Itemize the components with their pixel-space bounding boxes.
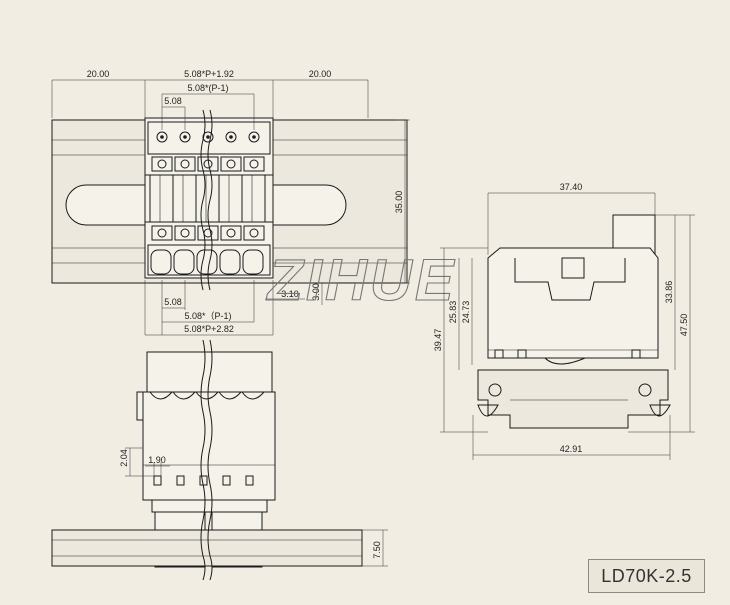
lower-plug xyxy=(147,244,271,276)
screw-row xyxy=(156,131,260,143)
dim-front-750: 7.50 xyxy=(372,541,382,559)
top-view: 20.00 5.08*P+1.92 20.00 5.08*(P-1) 5.08 … xyxy=(51,69,410,336)
dim-top-right-margin: 20.00 xyxy=(309,69,332,79)
dim-side-2473: 24.73 xyxy=(461,301,471,324)
break-line-1 xyxy=(200,109,206,291)
dim-side-4750: 47.50 xyxy=(679,314,689,337)
dim-side-3947: 39.47 xyxy=(433,329,443,352)
dim-bottom-pitch-p1: 5.08*（P-1) xyxy=(184,311,231,321)
dim-310: 3.10 xyxy=(281,289,299,299)
top-dimensions xyxy=(51,79,410,336)
dim-top-pitch-p1: 5.08*(P-1) xyxy=(187,83,228,93)
dim-top-pitch-total: 5.08*P+1.92 xyxy=(184,69,234,79)
dim-bottom-pitch-total: 5.08*P+2.82 xyxy=(184,324,234,334)
side-view xyxy=(440,192,695,460)
dim-side-3386: 33.86 xyxy=(664,281,674,304)
model-label: LD70K-2.5 xyxy=(601,566,692,586)
dim-front-204: 2.04 xyxy=(119,449,129,467)
dim-top-left-margin: 20.00 xyxy=(87,69,110,79)
dim-side-width-top: 37.40 xyxy=(560,182,583,192)
front-rail xyxy=(51,529,363,567)
dim-top-pitch: 5.08 xyxy=(164,96,182,106)
front-view xyxy=(51,339,388,581)
dim-side-width-bottom: 42.91 xyxy=(560,444,583,454)
middle-partitions xyxy=(145,174,273,223)
break-line-2 xyxy=(207,109,213,291)
dim-front-190: 1.90 xyxy=(148,455,166,465)
side-rail xyxy=(477,369,669,429)
watermark: ZIHUE xyxy=(266,248,457,313)
dim-300: 3.00 xyxy=(311,283,321,301)
model-label-box: LD70K-2.5 xyxy=(588,559,705,593)
dim-height-35: 35.00 xyxy=(394,191,404,214)
front-plug xyxy=(146,351,273,393)
side-body xyxy=(487,247,659,359)
dim-side-2583: 25.83 xyxy=(448,301,458,324)
dim-bottom-pitch: 5.08 xyxy=(164,297,182,307)
